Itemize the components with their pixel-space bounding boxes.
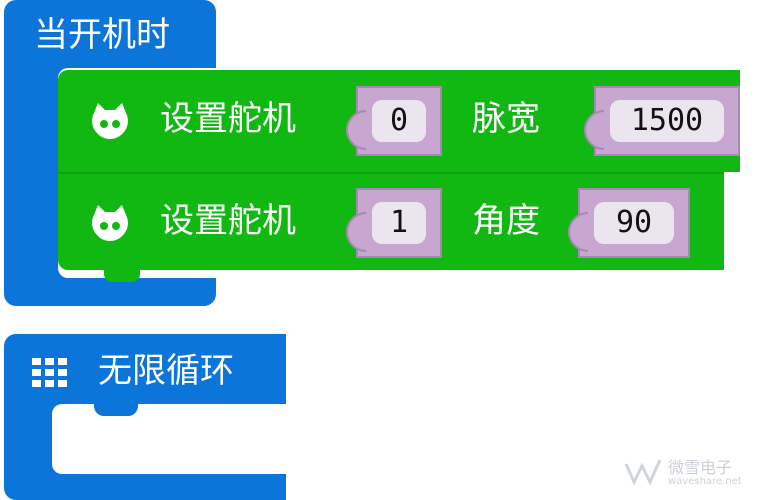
angle-value[interactable]: 90	[594, 202, 674, 244]
pulse-value[interactable]: 1500	[610, 100, 724, 142]
forever-notch	[94, 404, 138, 416]
robot-cat-icon	[90, 205, 130, 245]
socket-notch	[346, 110, 366, 150]
set-servo-label: 设置舵机	[160, 99, 296, 139]
set-servo-angle-block[interactable]: 设置舵机 1 角度 90	[58, 172, 724, 270]
on-start-label: 当开机时	[34, 15, 170, 55]
socket-notch	[568, 212, 588, 252]
servo-index-value[interactable]: 0	[372, 100, 426, 142]
watermark: 微雪电子 waveshare.net	[624, 450, 764, 494]
set-servo-label: 设置舵机	[160, 201, 296, 241]
servo-index-socket[interactable]: 0	[346, 86, 442, 156]
pulse-value-socket[interactable]: 1500	[584, 86, 740, 156]
watermark-logo-icon	[624, 456, 664, 490]
statement-bottom-tab	[104, 268, 140, 282]
forever-bottom-arm	[52, 474, 134, 500]
grid-icon	[32, 358, 68, 392]
forever-inner-gap	[52, 404, 288, 474]
servo-index-socket[interactable]: 1	[346, 188, 442, 258]
set-servo-pulse-block[interactable]: 设置舵机 0 脉宽 1500	[58, 70, 740, 172]
servo-index-value[interactable]: 1	[372, 202, 426, 244]
angle-value-socket[interactable]: 90	[568, 188, 690, 258]
socket-notch	[584, 110, 604, 150]
watermark-text: 微雪电子	[668, 458, 733, 477]
angle-label: 角度	[472, 201, 540, 241]
socket-notch	[346, 212, 366, 252]
pulse-width-label: 脉宽	[472, 99, 540, 139]
robot-cat-icon	[90, 103, 130, 143]
forever-label: 无限循环	[98, 351, 234, 391]
watermark-url: waveshare.net	[668, 476, 742, 487]
